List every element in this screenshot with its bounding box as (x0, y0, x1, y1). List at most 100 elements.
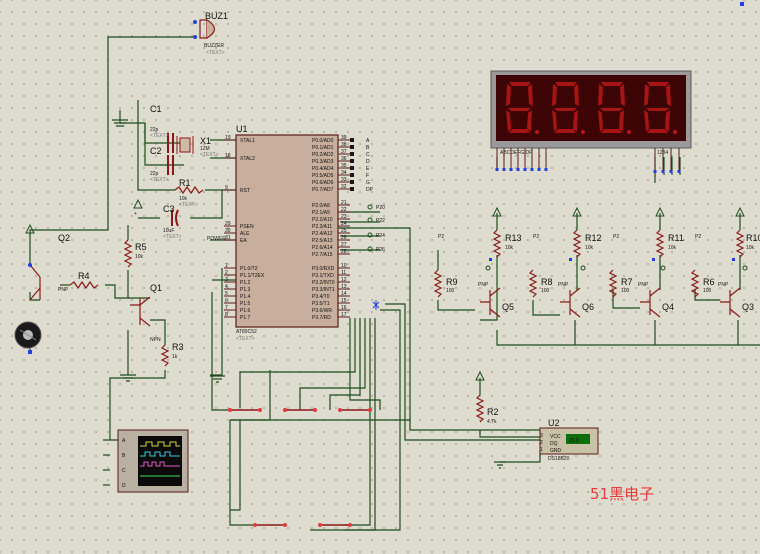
mcu-right-pin-number: 22 (341, 207, 347, 213)
key-4 (253, 523, 287, 527)
display-digit (644, 82, 677, 134)
mcu-right-pin-label: P2.1/A9 (312, 210, 330, 216)
sensor-pin-label: DQ (550, 441, 558, 447)
mcu-right-pin-label: P2.7/A15 (312, 252, 333, 258)
mcu-right-pin-number: 15 (341, 298, 347, 304)
mcu-left-pin-label: P1.2 (240, 280, 251, 286)
buzzer-text: <TEXT> (206, 50, 225, 56)
mcu-right-pin-label: P0.5/AD5 (312, 173, 334, 179)
mcu-left-pin-number: 1 (225, 263, 228, 269)
display-dp (535, 130, 539, 134)
c2-ref: C2 (150, 146, 162, 156)
driver-q-type: PNP (638, 282, 649, 288)
mcu-left-pin-number: 8 (225, 312, 228, 318)
driver-base-value: 100 (446, 288, 455, 294)
mcu-right-pin-number: 38 (341, 142, 347, 148)
mcu-right-pin-number: 23 (341, 214, 347, 220)
sensor-pin-label: GND (550, 448, 562, 454)
mcu-right-pin-label: P0.0/AD0 (312, 138, 334, 144)
driver-base-ref: R8 (541, 277, 553, 287)
x1-ref: X1 (200, 136, 211, 146)
driver-base-value: 100 (703, 288, 712, 294)
mcu-right-pin-number: 32 (341, 184, 347, 190)
brand-text: 51黑电子 (590, 485, 654, 503)
driver-port: P2 (533, 234, 539, 240)
driver-q-type: PNP (478, 282, 489, 288)
mcu-left-pin-number: 19 (225, 135, 231, 141)
mcu-left-pin-label: P1.4 (240, 294, 251, 300)
wires (29, 36, 760, 531)
mcu-ref: U1 (236, 124, 248, 134)
driver-pull-value: 10k (668, 245, 677, 251)
mcu-left-pin-label: XTAL2 (240, 156, 255, 162)
mcu-right-pin-number: 33 (341, 177, 347, 183)
mcu-left-pin-label: XTAL1 (240, 138, 255, 144)
display-dp (627, 130, 631, 134)
driver-port: P2 (613, 234, 619, 240)
bus-label: G (366, 180, 370, 186)
driver-base-value: 100 (541, 288, 550, 294)
mcu-left-pin-number: 7 (225, 305, 228, 311)
display-seg-label: ABCDEFG DP (500, 150, 533, 156)
buzzer-ref: BUZ1 (205, 11, 228, 21)
seven-segment-display[interactable]: ABCDEFG DP 1234 (490, 70, 692, 173)
port-label: P22 (376, 218, 385, 224)
buzzer[interactable]: BUZ1 BUZZER <TEXT> (193, 11, 228, 56)
r3-ref: R3 (172, 342, 184, 352)
scope-channel-label: D (122, 483, 126, 489)
mcu-right-pin-label: P2.6/A14 (312, 245, 333, 251)
mcu-left-pin-label: RST (240, 188, 250, 194)
mcu-right-pin-label: P0.4/AD4 (312, 166, 334, 172)
port-label: P26 (376, 247, 385, 253)
oscilloscope[interactable]: ABCD (117, 429, 189, 493)
driver-q-ref: Q4 (662, 302, 674, 312)
driver-pull-value: 10k (746, 245, 755, 251)
push-buttons[interactable] (210, 375, 372, 527)
display-dp (581, 130, 585, 134)
crystal-section[interactable]: C1 22p <TEXT> C2 22p <TEXT> X1 12M <TEXT… (112, 104, 219, 240)
mcu-part: AT89C52 (236, 329, 257, 335)
driver-q-ref: Q5 (502, 302, 514, 312)
mcu-right-pin-label: P0.2/AD2 (312, 152, 334, 158)
driver-base-value: 100 (621, 288, 630, 294)
q2-ref: Q2 (58, 233, 70, 243)
bus-label: F (366, 173, 369, 179)
mcu-right-pin-label: P2.0/A8 (312, 203, 330, 209)
sensor-pin-number: 2 (540, 440, 543, 446)
mcu-right-pin-number: 21 (341, 200, 347, 206)
mcu-text: <TEXT> (236, 336, 255, 342)
mcu-right-pin-number: 36 (341, 156, 347, 162)
scope-channel-label: B (122, 453, 126, 459)
r5-value: 10k (135, 254, 144, 260)
c2-text: <TEXT> (150, 177, 169, 183)
c1-text: <TEXT> (150, 133, 169, 139)
driver-q-ref: Q3 (742, 302, 754, 312)
motor-driver-q2[interactable]: Q2 PNP R4 R5 10k Q1 NPN R3 1k (14, 223, 184, 382)
display-digit (598, 82, 631, 134)
mcu-left-pin-number: 31 (225, 235, 231, 241)
c3-value: 10uF (163, 228, 174, 234)
sensor-part: DS18B20 (548, 456, 570, 462)
mcu-left-pin-number: 18 (225, 153, 231, 159)
mcu-right-pin-label: P3.7/RD (312, 315, 331, 321)
c1-ref: C1 (150, 104, 162, 114)
digit-driver[interactable]: R1010kR6100Q3PNPP2 (690, 206, 760, 318)
mcu-right-pin-number: 11 (341, 270, 346, 276)
mcu-right-pin-label: P3.3/INT1 (312, 287, 335, 293)
mcu-power-label: POWER (207, 236, 226, 242)
driver-base-ref: R6 (703, 277, 715, 287)
bus-label: DP (366, 187, 374, 193)
sensor-pin-number: 1 (540, 447, 543, 453)
driver-q-type: PNP (558, 282, 569, 288)
mcu-right-pin-number: 34 (341, 170, 347, 176)
sensor-pin-number: 3 (540, 433, 543, 439)
mcu-u1[interactable]: U1 AT89C52 <TEXT> POWER XTAL119XTAL218RS… (207, 124, 385, 342)
